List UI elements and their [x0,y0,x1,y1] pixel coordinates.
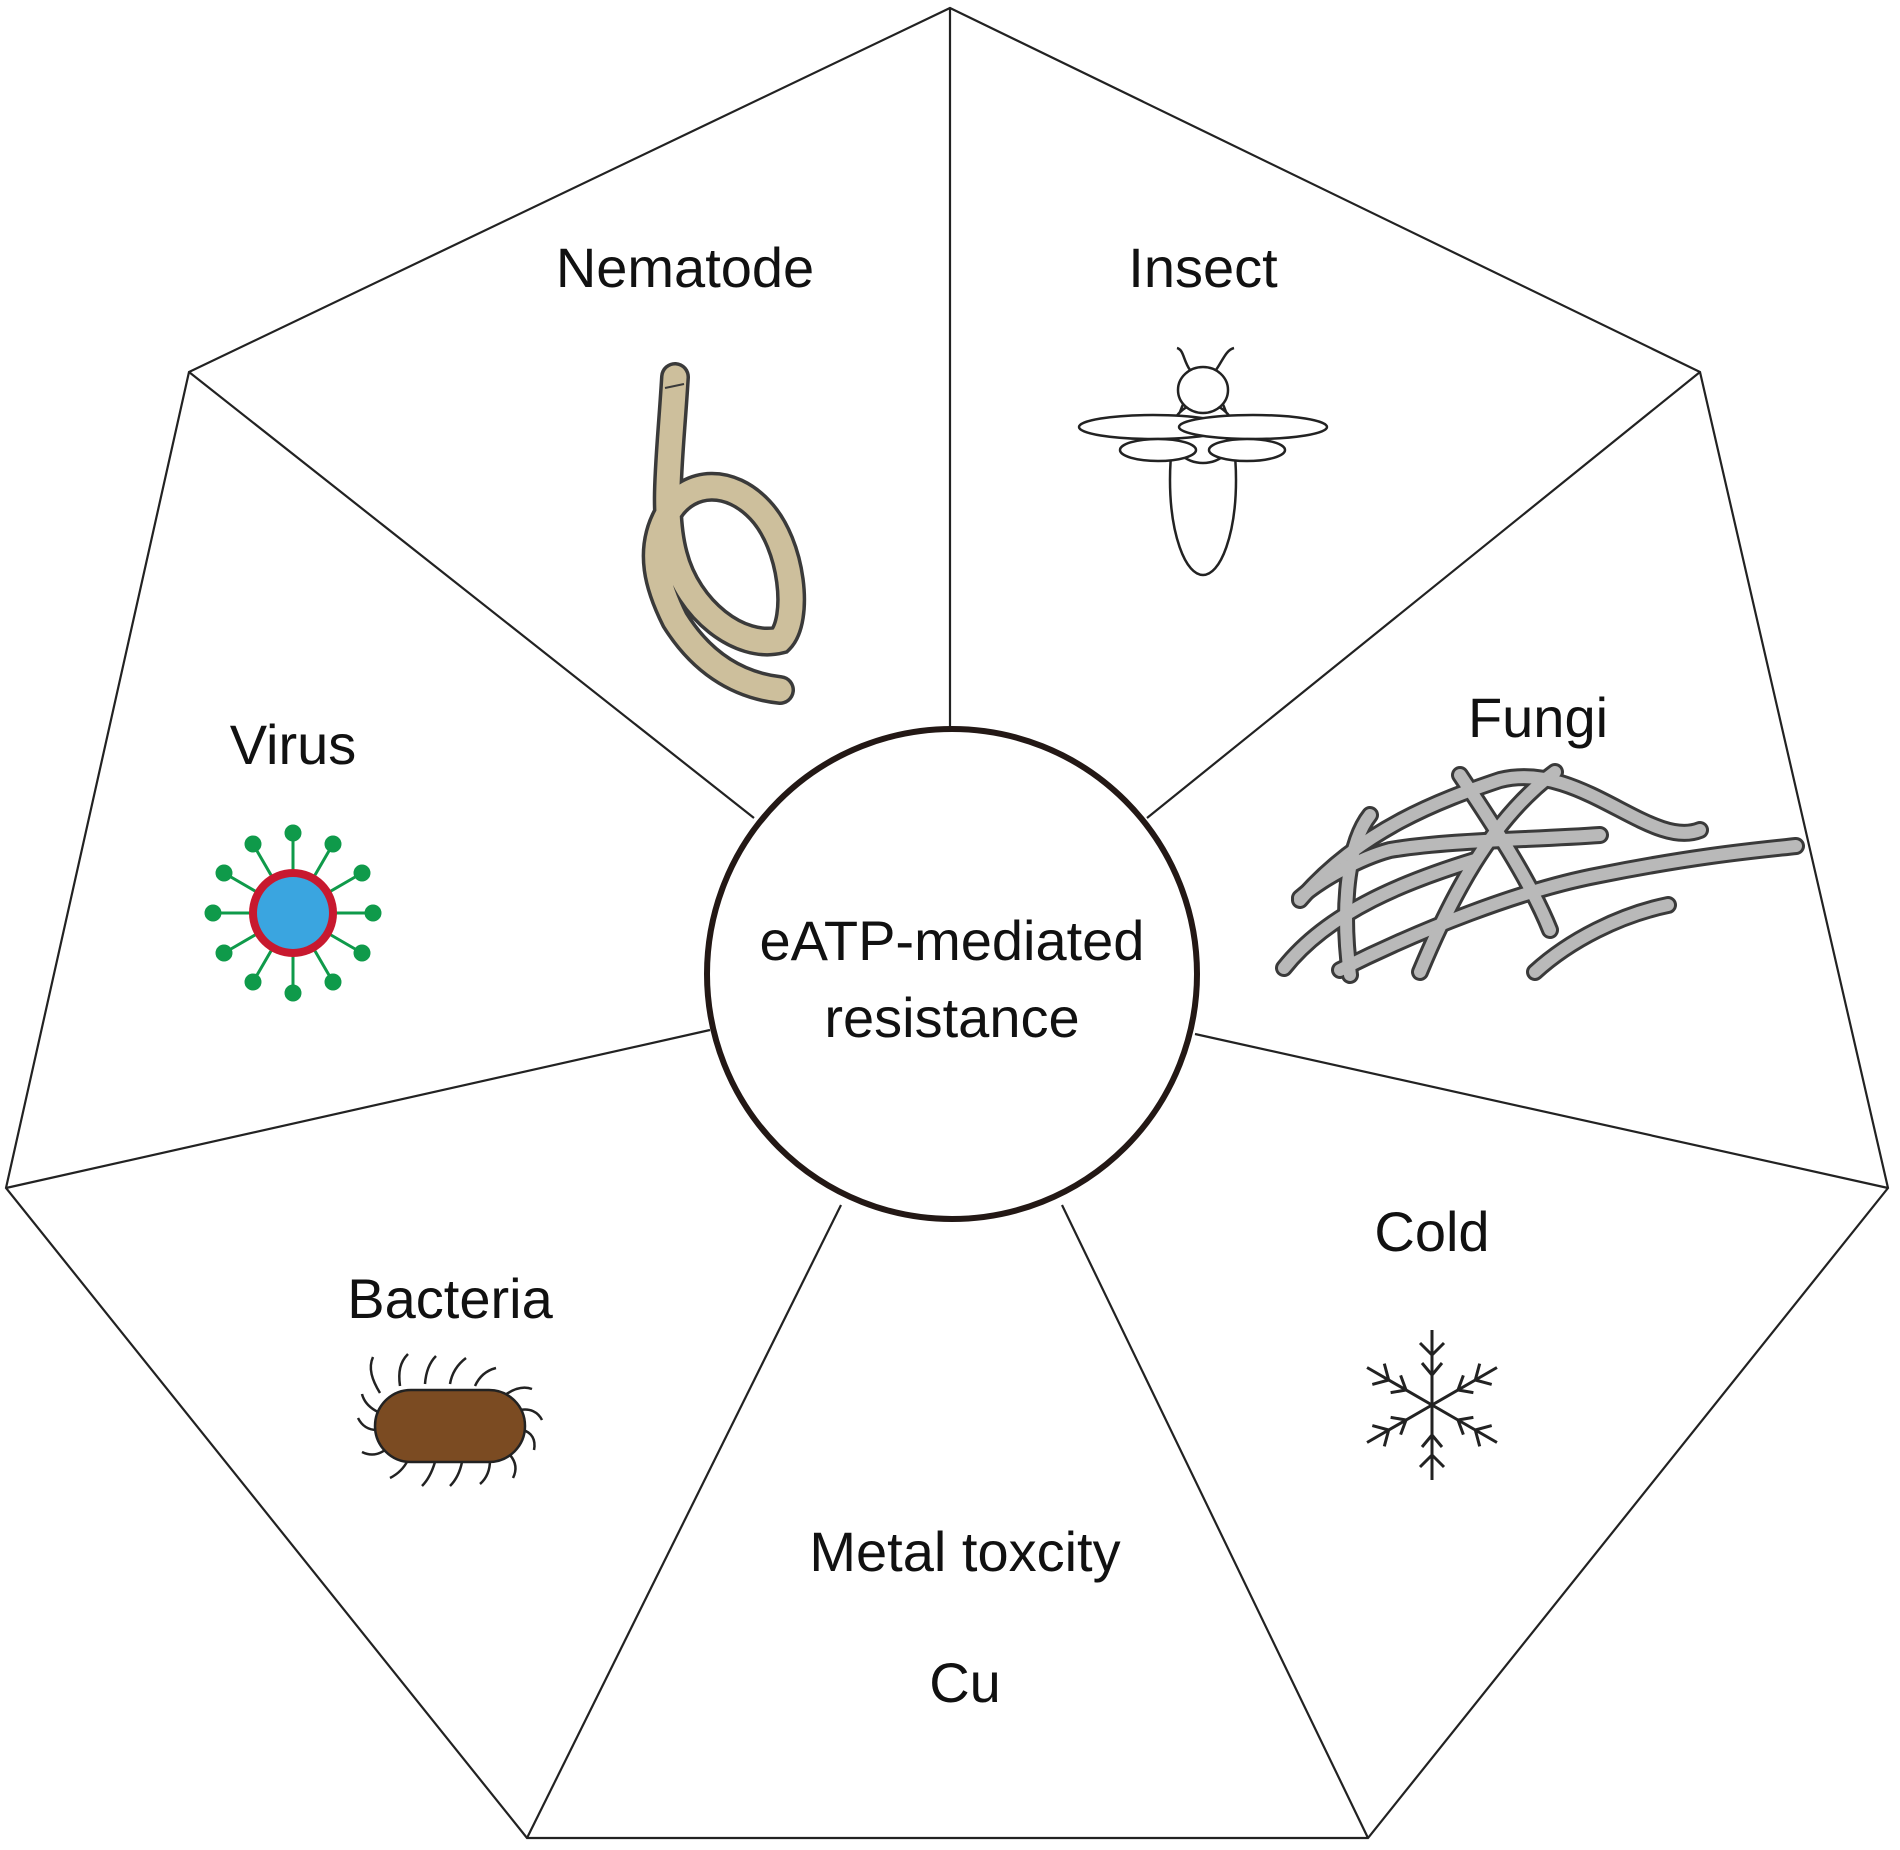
label-cold: Cold [1374,1200,1489,1263]
label-bacteria: Bacteria [347,1267,553,1330]
snowflake-icon [1366,1330,1498,1480]
fungi-icon [1275,763,1805,984]
nematode-icon [641,362,807,705]
label-metal-toxicity: Metal toxcity [809,1520,1120,1583]
center-label-line1: eATP-mediated [760,909,1145,972]
segment-dividers [5,8,1889,1839]
label-insect: Insect [1128,236,1278,299]
insect-icon [1077,346,1329,577]
label-nematode: Nematode [556,236,814,299]
label-fungi: Fungi [1468,686,1608,749]
center-circle [704,726,1200,1222]
bacterium-icon [356,1353,544,1487]
label-copper: Cu [929,1651,1001,1714]
center-label-line2: resistance [824,986,1079,1049]
label-virus: Virus [230,713,357,776]
virus-icon [204,824,382,1002]
